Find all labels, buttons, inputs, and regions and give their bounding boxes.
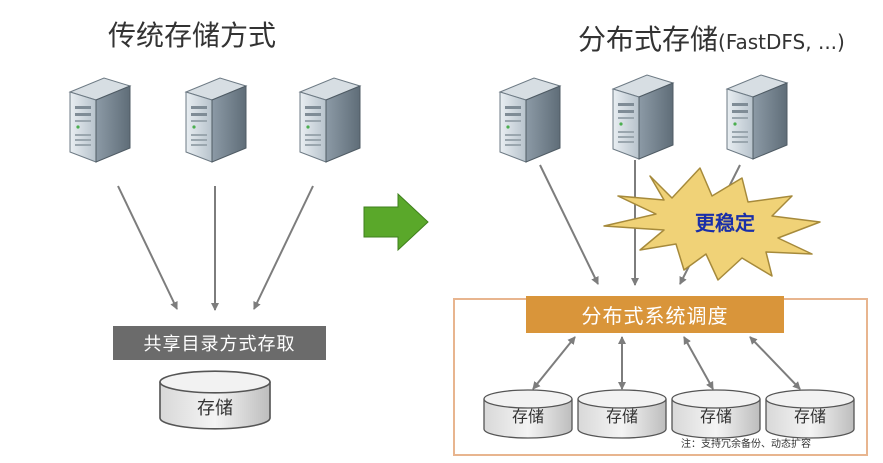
server-to-scheduler-arrow (539, 164, 599, 285)
stable-label: 更稳定 (695, 211, 755, 235)
server-icon (299, 77, 361, 163)
server-icon (612, 74, 674, 160)
storage-label: 存储 (197, 398, 233, 419)
storage-label: 存储 (699, 407, 732, 426)
shared-directory-label: 共享目录方式存取 (113, 326, 326, 360)
scheduler-to-storage-arrow (532, 336, 576, 390)
server-to-shared-arrow (253, 185, 314, 310)
server-icon (69, 77, 131, 163)
note-text: 注：支持冗余备份、动态扩容 (681, 439, 811, 450)
distributed-storage-title-main: 分布式存储 (578, 23, 719, 56)
distributed-storage-title-sub: (FastDFS, ...) (718, 30, 845, 54)
distributed-storage-title: 分布式存储(FastDFS, ...) (578, 18, 845, 58)
storage-label: 存储 (605, 407, 638, 426)
transition-arrow-icon (363, 192, 429, 252)
server-icon (499, 77, 561, 163)
storage-label: 存储 (511, 407, 544, 426)
server-to-shared-arrow (117, 185, 178, 310)
storage-label: 存储 (793, 407, 826, 426)
server-icon (185, 77, 247, 163)
starburst-icon (603, 167, 821, 281)
scheduler-label: 分布式系统调度 (526, 296, 784, 333)
server-icon (726, 74, 788, 160)
scheduler-to-storage-arrow (683, 336, 714, 390)
scheduler-to-storage-arrow (749, 336, 801, 390)
traditional-storage-title: 传统存储方式 (108, 19, 277, 52)
